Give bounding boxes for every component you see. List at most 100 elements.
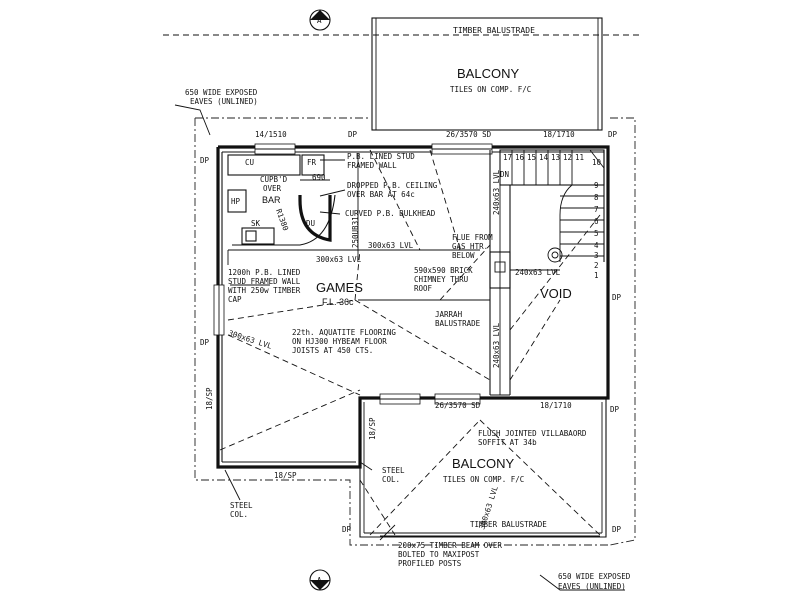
label-jarrah-2: BALUSTRADE [435,319,481,328]
label-curved: CURVED P.B. BULKHEAD [345,209,436,218]
label-dp-4: DP [612,293,622,302]
label-beam-14-1510: 14/1510 [255,130,287,139]
label-aquatite-3: JOISTS AT 450 CTS. [292,346,373,355]
stair-num: 7 [594,205,599,214]
stair-num: 15 [527,153,536,162]
label-timber-balustrade-bot: TIMBER BALUSTRADE [470,520,547,529]
label-cupbd-1: CUPB'D [260,175,288,184]
label-beam-18-1710-bot: 18/1710 [540,401,572,410]
stair-num: 17 [503,153,512,162]
stair-num: 5 [594,229,599,238]
label-steel-col-a-1: STEEL [382,466,405,475]
label-void: VOID [540,286,572,301]
label-balcony-top: BALCONY [457,66,519,81]
leader-lines [174,104,625,591]
stair-num: 14 [539,153,549,162]
label-eaves-top-1: 650 WIDE EXPOSED [185,88,258,97]
label-pb-lined-2: FRAMED WALL [347,161,397,170]
label-wall1200-2: STUD FRAMED WALL [228,277,301,286]
label-lvl-300-a: 300x63 LVL [368,241,414,250]
label-dp-8: DP [612,525,622,534]
stair-num: 3 [594,251,599,260]
stair-num: 6 [594,217,599,226]
label-flush-2: SOFFIT AT 34b [478,438,537,447]
stair-num: 16 [515,153,525,162]
label-jarrah-1: JARRAH [435,310,463,319]
label-eaves-top-2: EAVES (UNLINED) [190,97,258,106]
windows [213,143,493,405]
stair-num: 8 [594,193,599,202]
drawing-labels: TIMBER BALUSTRADE BALCONY TILES ON COMP.… [185,16,631,591]
label-beam200-1: 200x75 TIMBER BEAM OVER [398,541,502,550]
label-eaves-bot-1: 650 WIDE EXPOSED [558,572,631,581]
label-r1380: R1380 [274,208,290,233]
label-250ub31: 250UB31 [351,216,360,248]
label-cu: CU [245,158,254,167]
label-timber-balustrade-top: TIMBER BALUSTRADE [453,26,535,35]
label-games-fl: F.L. 36c [322,297,354,307]
label-dp-7: DP [342,525,352,534]
label-dp-1: DP [348,130,358,139]
label-beam200-2: BOLTED TO MAXIPOST [398,550,480,559]
label-cupbd-2: OVER [263,184,282,193]
label-pb-lined-1: P.B. LINED STUD [347,152,415,161]
label-eaves-bot-2: EAVES (UNLINED) [558,582,626,591]
label-dp-3: DP [200,156,210,165]
top-balcony [371,17,603,131]
label-du: DU [306,219,315,228]
label-flue-3: BELOW [452,251,475,260]
label-dp-6: DP [610,405,620,414]
staircase [499,149,605,263]
stair-num: 4 [594,241,599,250]
stair-num: 9 [594,181,599,190]
balustrade-lines [380,532,600,537]
label-lvl-240-a: 240x63 LVL [492,169,501,215]
stair-num: 1 [594,271,599,280]
label-fr: FR [307,158,317,167]
bar-area [227,154,360,251]
stair-numbers: 17 16 15 14 13 12 11 10 9 8 7 6 5 4 3 2 … [503,153,602,280]
stair-num: 10 [592,158,602,167]
label-beam-26-3570-top: 26/3570 SD [446,130,492,139]
label-section-top: A [317,16,322,25]
label-dropped-1: DROPPED P.B. CEILING [347,181,438,190]
stair-num: 11 [575,153,584,162]
label-wall1200-1: 1200h P.B. LINED [228,268,301,277]
label-wall1200-4: CAP [228,295,242,304]
label-balcony-bot: BALCONY [452,456,514,471]
label-bar: BAR [262,195,281,205]
label-dn: DN [500,170,509,179]
label-section-bottom: A [317,576,322,585]
label-hp: HP [231,197,241,206]
label-lvl-240-b: 240x63 LVL [515,268,561,277]
stair-num: 2 [594,261,599,270]
label-lvl-300-b: 300x63 LVL [316,255,362,264]
label-sp18-a: 18/SP [205,387,214,410]
label-flue-2: GAS HTR. [452,242,488,251]
label-lvl-300-c: 300x63 LVL [227,328,273,351]
label-chimney-3: ROOF [414,284,433,293]
section-markers [309,9,331,591]
label-sp18-b: 18/SP [274,471,297,480]
label-sk: SK [251,219,261,228]
label-dropped-2: OVER BAR AT 64c [347,190,415,199]
label-steel-col-b-1: STEEL [230,501,253,510]
label-beam-18-1710-top: 18/1710 [543,130,575,139]
stair-num: 12 [563,153,572,162]
label-aquatite-2: ON HJ300 HYBEAM FLOOR [292,337,387,346]
label-flue-1: FLUE FROM [452,233,493,242]
label-lvl-240-c: 240x63 LVL [492,322,501,368]
label-steel-col-a-2: COL. [382,475,400,484]
label-games: GAMES [316,280,363,295]
label-flush-1: FLUSH JOINTED VILLABAORD [478,429,587,438]
label-beam-26-3570-bot: 26/3570 SD [435,401,481,410]
label-wall1200-3: WITH 250w TIMBER [228,286,301,295]
eaves-outline [163,34,640,546]
label-aquatite-1: 22th. AQUATITE FLOORING [292,328,396,337]
label-chimney-1: 590x590 BRICK [414,266,473,275]
label-beam200-3: PROFILED POSTS [398,559,462,568]
label-balcony-bot-sub: TILES ON COMP. F/C [443,475,524,484]
beam-lines [219,149,601,451]
